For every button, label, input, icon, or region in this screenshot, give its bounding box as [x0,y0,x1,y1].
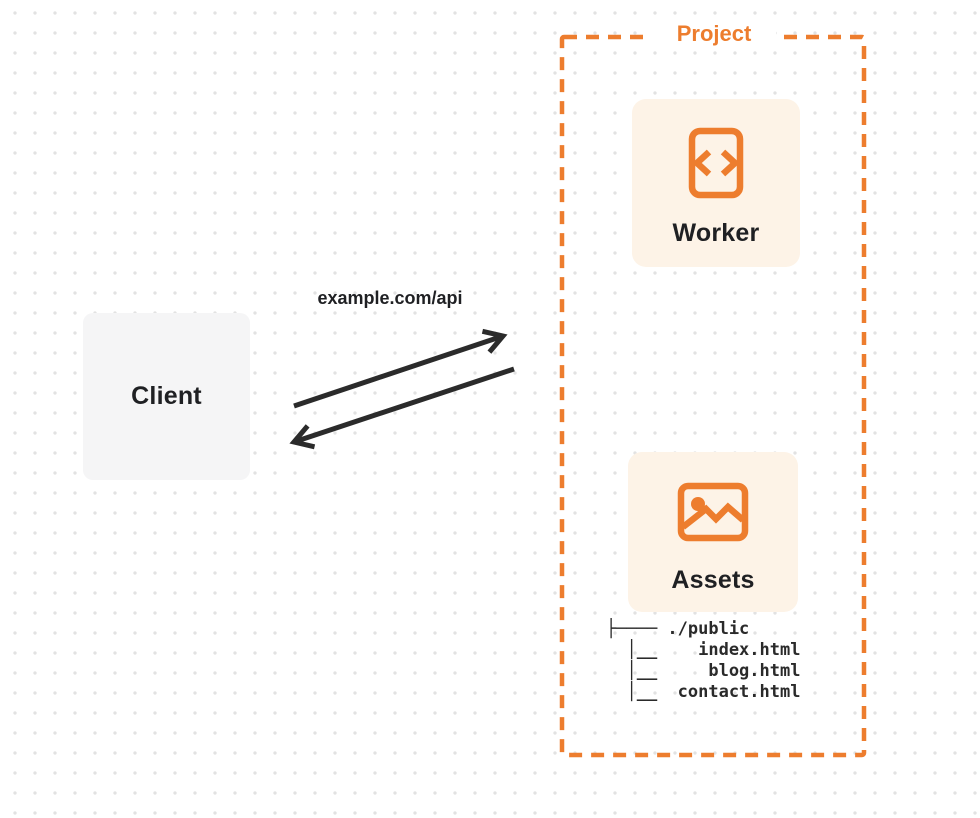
worker-node: Worker [632,99,800,267]
assets-label: Assets [671,566,755,594]
file-tree-line: │__ blog.html [606,661,801,681]
file-tree-line: │__ contact.html [606,682,801,702]
assets-node: Assets [628,452,798,612]
worker-label: Worker [672,219,760,247]
project-label: Project [652,19,776,49]
request-arrow [293,328,508,409]
response-arrow [289,366,515,450]
client-node: Client [83,313,250,480]
image-icon [677,482,749,542]
file-tree-line: │__ index.html [606,640,801,660]
request-url-label: example.com/api [317,288,463,308]
file-tree-line: ├──── ./public [606,619,750,639]
file-tree: ├──── ./public │__ index.html │__ blog.h… [606,619,800,703]
code-file-icon [688,127,744,199]
client-label: Client [131,382,202,410]
project-boundary [559,34,867,758]
